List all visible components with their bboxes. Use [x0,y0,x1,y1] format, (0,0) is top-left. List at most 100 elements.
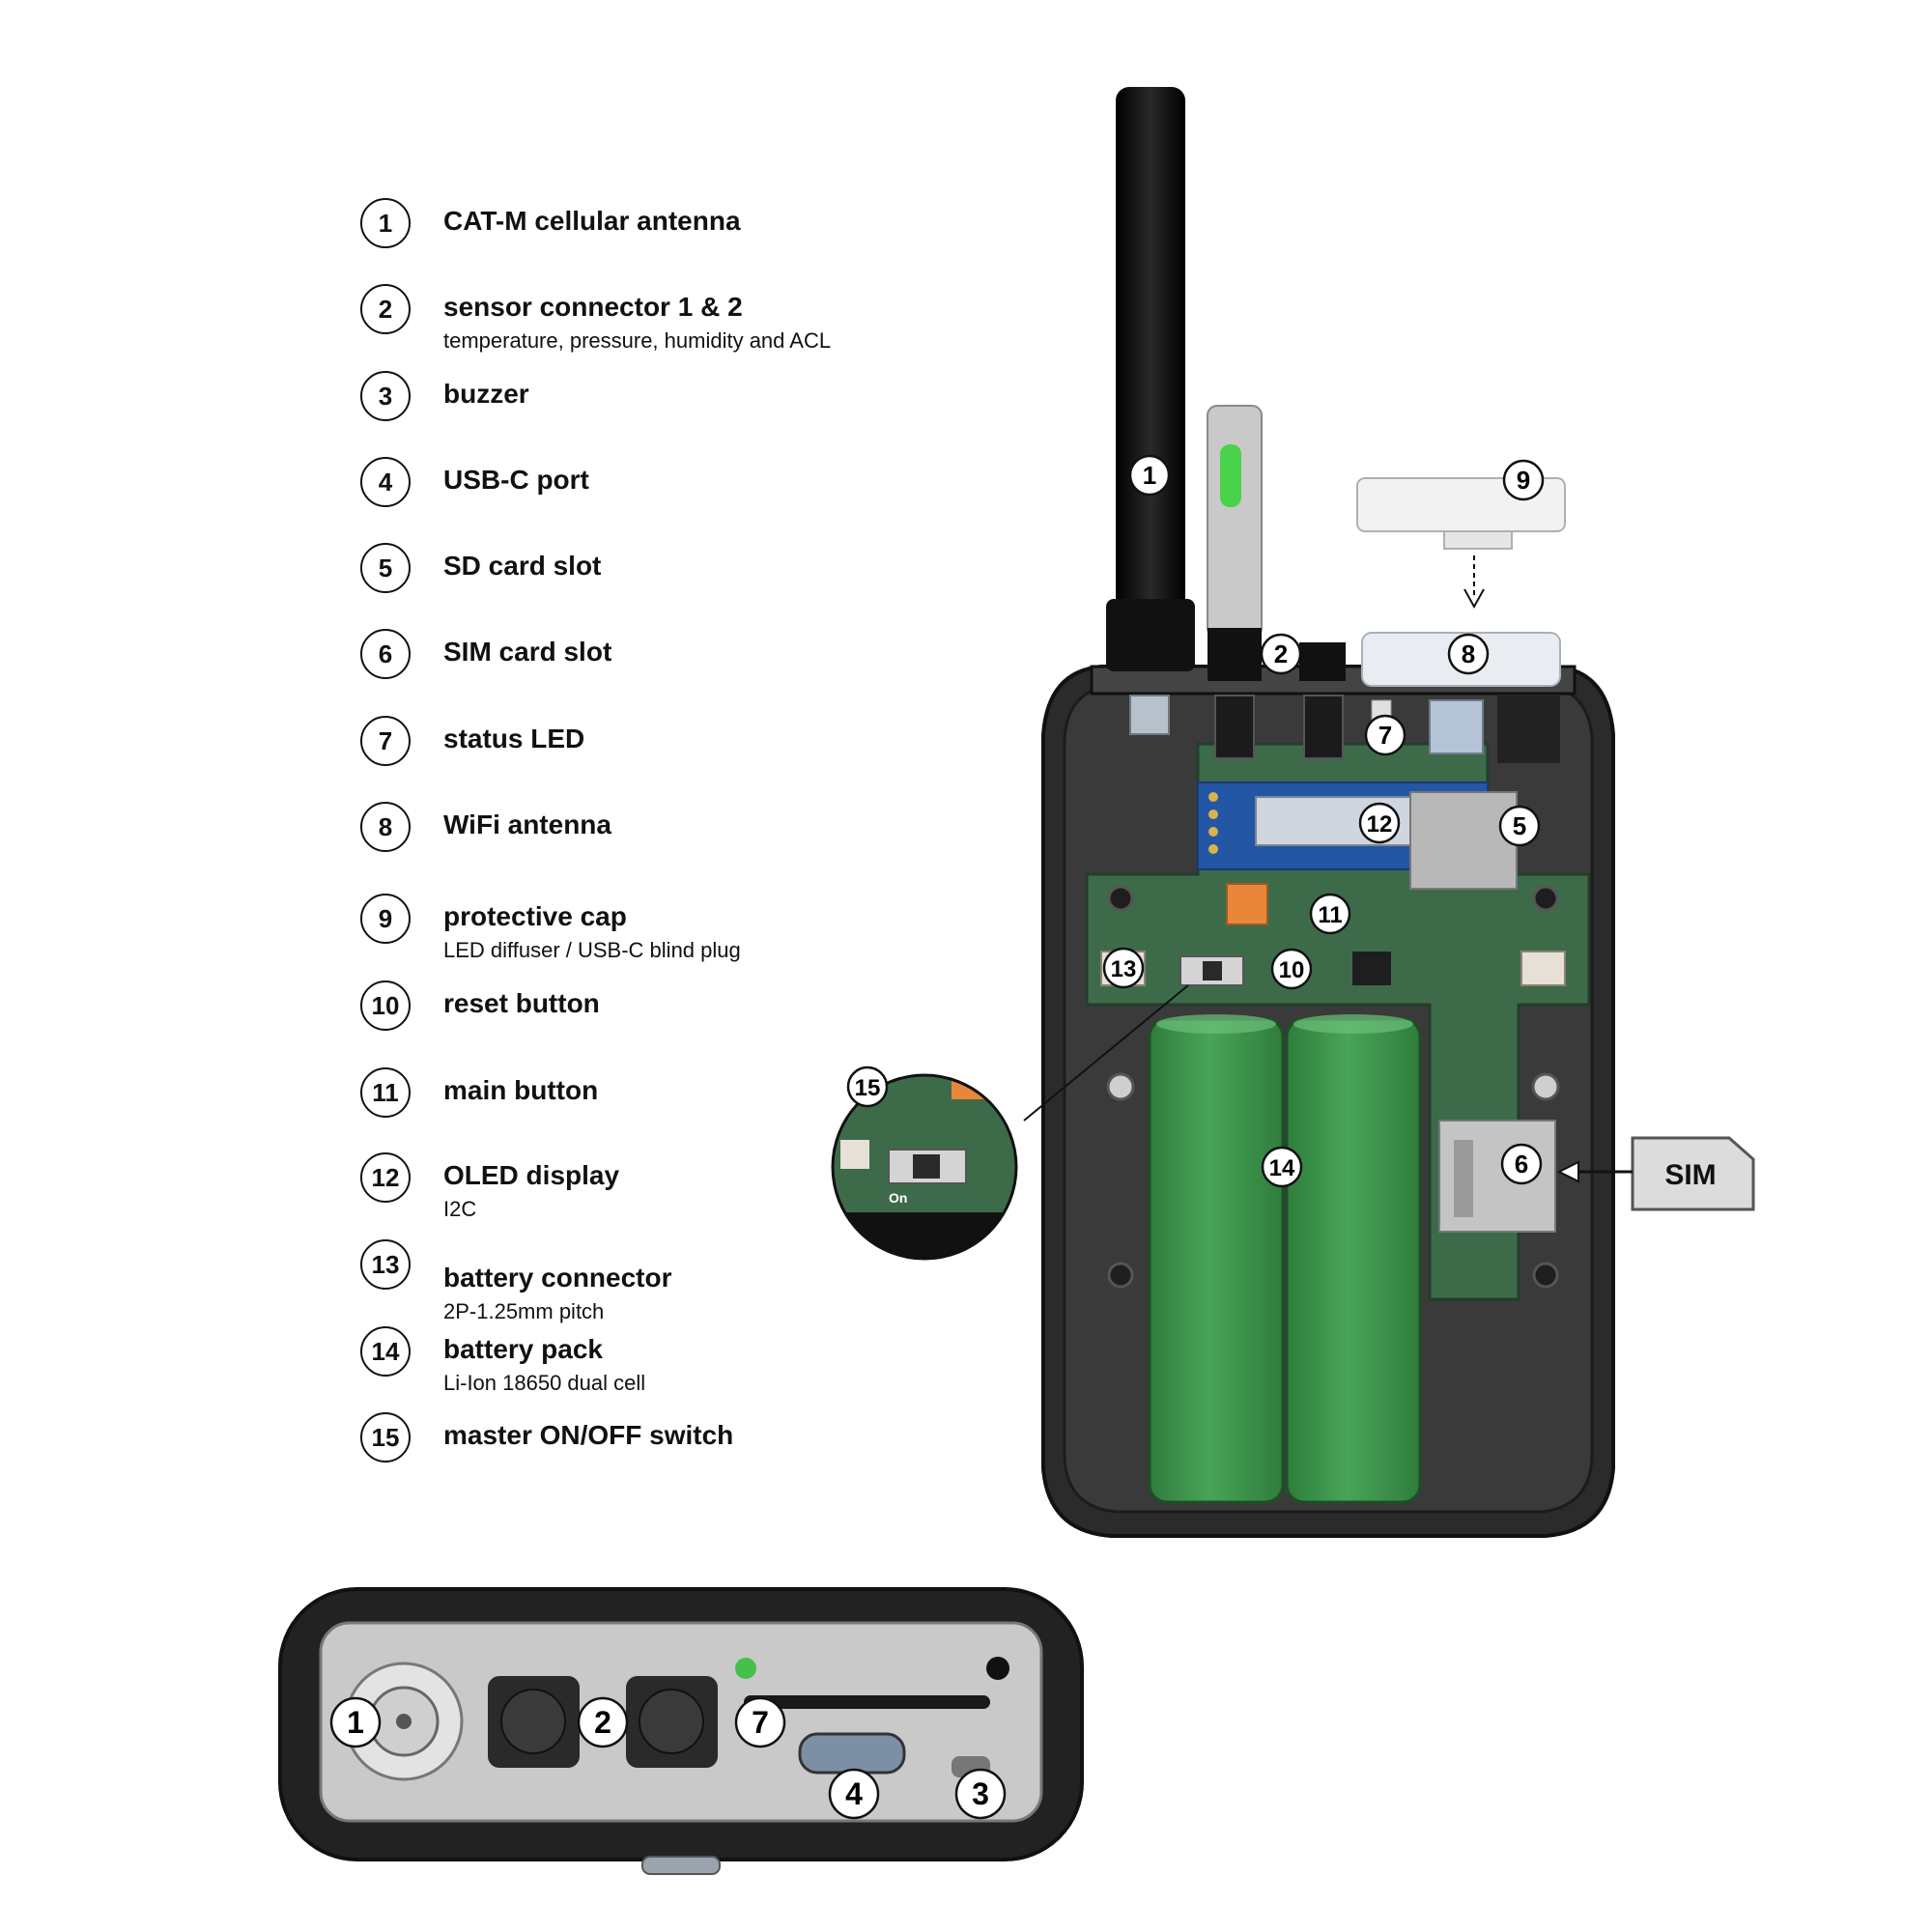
legend-number: 6 [360,629,411,679]
svg-text:9: 9 [1517,466,1530,495]
switch-knob[interactable] [1203,961,1222,980]
legend-number: 2 [360,284,411,334]
legend-number: 14 [360,1326,411,1377]
svg-text:6: 6 [1515,1150,1528,1179]
cellular-antenna [1116,87,1185,623]
svg-text:1: 1 [1143,461,1156,490]
svg-text:11: 11 [1318,902,1342,928]
mounting-hole [1106,1072,1135,1101]
oled-pin [1208,827,1218,837]
battery-top [1156,1014,1276,1034]
mounting-hole [1107,1262,1134,1289]
zoom-connector [840,1140,869,1169]
legend-subtitle: 2P-1.25mm pitch [443,1299,605,1323]
callout: 2 [1260,633,1302,675]
callout: 15 [846,1065,889,1108]
callout: 10 [1270,948,1313,990]
mounting-hole [1107,885,1134,912]
legend-number: 13 [360,1239,411,1290]
callout: 5 [1498,805,1541,847]
sensor-socket-face [639,1689,704,1754]
sim-arrow-head [1556,1160,1579,1183]
mounting-hole [1531,1072,1560,1101]
zoom-frame [831,1073,1018,1261]
legend-title: main button [443,1075,599,1105]
switch-on-label: On [889,1190,907,1206]
zoom-orange-part [952,1075,995,1099]
zoom-switch-knob [913,1154,940,1179]
legend-subtitle: LED diffuser / USB-C blind plug [443,938,741,962]
sensor-connector-1 [1208,628,1262,681]
legend-number: 1 [360,198,411,248]
sensor-indicator [1220,444,1241,507]
battery-cell-2 [1285,1017,1422,1504]
battery-cell-1 [1148,1017,1285,1504]
legend-number: 3 [360,371,411,421]
legend-number: 15 [360,1412,411,1463]
callout: 11 [1309,893,1351,935]
sd-card-slot-front [744,1695,990,1709]
antenna-mount [1129,695,1170,735]
callout: 7 [1364,714,1406,756]
legend-number: 9 [360,894,411,944]
legend-title: protective cap [443,901,627,931]
svg-text:12: 12 [1367,811,1393,838]
callout: 8 [1447,633,1490,675]
sim-card[interactable] [1631,1136,1755,1211]
legend-title: buzzer [443,379,529,409]
svg-text:3: 3 [972,1776,989,1811]
callout: 1 [329,1696,382,1748]
battery-top [1293,1014,1413,1034]
legend-title: SIM card slot [443,637,612,667]
legend-title: sensor connector 1 & 2 [443,292,743,322]
callout: 6 [1500,1143,1543,1185]
legend-subtitle: temperature, pressure, humidity and ACL [443,328,832,353]
status-led-front [735,1658,756,1679]
callout: 13 [1102,947,1145,989]
oled-pin [1208,810,1218,819]
svg-text:8: 8 [1462,639,1475,668]
sim-contacts [1454,1140,1473,1217]
legend-subtitle: Li-Ion 18650 dual cell [443,1371,646,1395]
svg-text:2: 2 [1274,639,1288,668]
callout: 3 [954,1768,1007,1820]
antenna-pin [396,1714,412,1729]
legend-title: OLED display [443,1160,620,1190]
oled-pin [1208,792,1218,802]
sensor-probe [1207,405,1263,639]
legend-number: 4 [360,457,411,507]
oled-pin [1208,844,1218,854]
usb-c-port [1429,699,1484,754]
legend-title: SD card slot [443,551,602,581]
svg-text:4: 4 [845,1776,863,1811]
ic-chip [1352,952,1391,985]
legend: 1 CAT-M cellular antenna 2 sensor connec… [0,0,947,1488]
legend-number: 11 [360,1067,411,1118]
buzzer [1497,696,1560,763]
callout: 9 [1502,459,1545,501]
cap-plug [1443,530,1513,550]
callout: 7 [734,1696,786,1748]
legend-subtitle: I2C [443,1197,477,1221]
svg-text:7: 7 [752,1705,769,1740]
mic-hole [986,1657,1009,1680]
cap-arrow-head [1463,588,1485,610]
legend-number: 7 [360,716,411,766]
legend-title: CAT-M cellular antenna [443,206,741,236]
svg-text:7: 7 [1378,721,1392,750]
legend-title: USB-C port [443,465,589,495]
svg-text:1: 1 [347,1705,364,1740]
front-mount [641,1856,721,1875]
mounting-hole [1532,885,1559,912]
legend-title: WiFi antenna [443,810,611,839]
legend-title: master ON/OFF switch [443,1420,734,1450]
battery-connector [1520,951,1566,986]
legend-number: 5 [360,543,411,593]
svg-text:5: 5 [1513,811,1526,840]
orange-component [1226,883,1268,925]
legend-title: status LED [443,724,585,753]
svg-text:10: 10 [1279,957,1305,983]
sensor-plug [1214,695,1255,759]
sensor-socket-face [500,1689,566,1754]
